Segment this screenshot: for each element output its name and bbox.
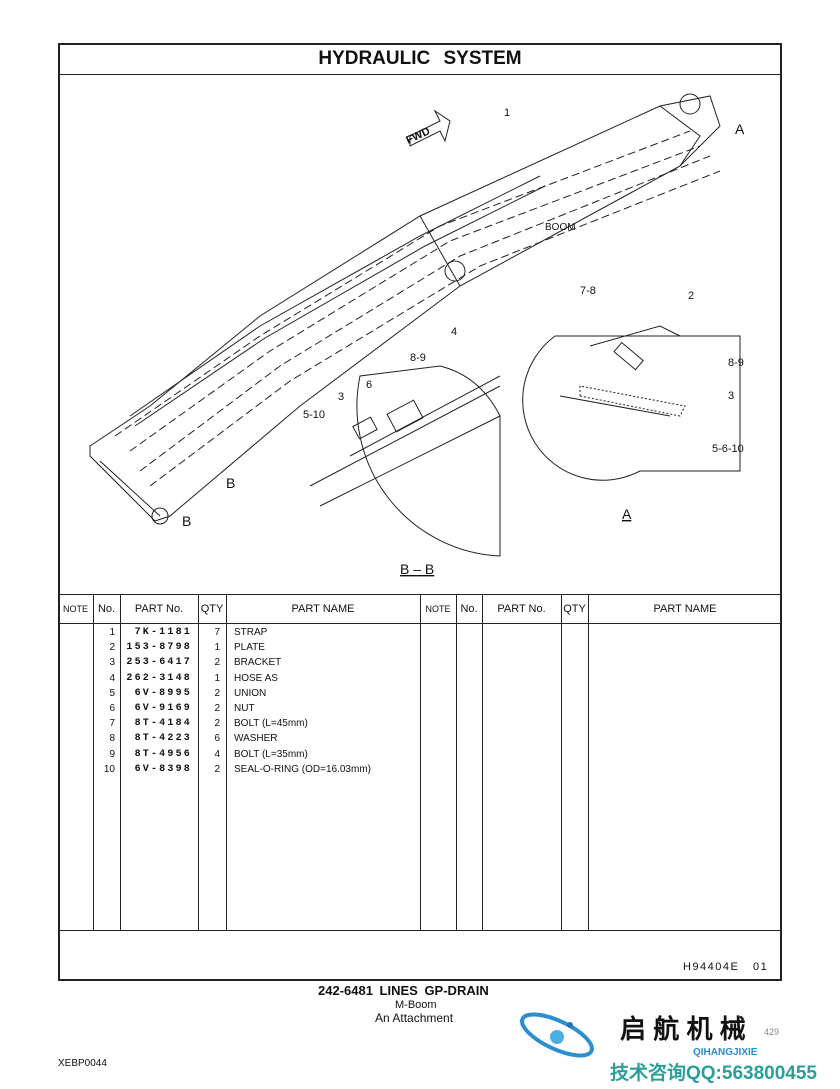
part-qty: 2 bbox=[214, 657, 220, 669]
part-no: 5 bbox=[109, 687, 115, 699]
part-no: 1 bbox=[109, 627, 115, 638]
part-qty: 6 bbox=[214, 733, 220, 745]
section-b-label-1: B bbox=[226, 475, 235, 491]
section-b-label-2: B bbox=[182, 513, 191, 529]
watermark-brand: 启 航 机 械 bbox=[620, 1014, 746, 1044]
col-divider bbox=[561, 594, 562, 930]
view-a-title: A bbox=[622, 506, 632, 522]
callout-a-7-8: 7-8 bbox=[580, 285, 596, 297]
boom-label: BOOM bbox=[545, 222, 576, 233]
callout-b-8-9: 8-9 bbox=[410, 352, 426, 364]
col-divider bbox=[420, 594, 421, 930]
watermark-contact: 技术咨询QQ:563800455 bbox=[610, 1063, 817, 1084]
callout-a-5-6-10: 5-6-10 bbox=[712, 443, 744, 455]
header-note-2: NOTE bbox=[425, 604, 451, 614]
header-no: No. bbox=[97, 603, 116, 615]
callout-b-3: 3 bbox=[338, 391, 344, 403]
part-part-no: 253-6417 bbox=[126, 657, 192, 669]
part-name: PLATE bbox=[234, 642, 265, 654]
header-part-no: PART No. bbox=[134, 603, 184, 615]
page-title: HYDRAULIC SYSTEM bbox=[58, 43, 782, 75]
header-qty: QTY bbox=[200, 603, 224, 615]
view-a-arrow-label: A bbox=[735, 121, 745, 137]
part-no: 9 bbox=[109, 748, 115, 760]
group-title: 242-6481 LINES GP-DRAIN bbox=[318, 983, 489, 998]
part-part-no: 8T-4184 bbox=[134, 718, 192, 730]
col-divider bbox=[456, 594, 457, 930]
fwd-label: FWD bbox=[404, 125, 432, 146]
header-part-no-2: PART No. bbox=[497, 603, 546, 615]
part-no: 10 bbox=[103, 763, 115, 775]
part-part-no: 6V-8398 bbox=[134, 763, 192, 775]
group-subtitle-model: M-Boom bbox=[395, 999, 437, 1011]
part-no: 7 bbox=[109, 718, 115, 730]
part-part-no: 6V-8995 bbox=[134, 687, 192, 699]
view-bb-title: B – B bbox=[400, 561, 434, 577]
part-part-no: 153-8798 bbox=[126, 642, 192, 654]
part-name: UNION bbox=[234, 687, 267, 699]
table-bottom-line bbox=[58, 930, 782, 931]
drawing-revision: 01 bbox=[753, 961, 769, 973]
part-no: 6 bbox=[109, 703, 115, 714]
part-name: NUT bbox=[234, 703, 255, 714]
part-name: BRACKET bbox=[234, 657, 282, 669]
callout-b-5-10: 5-10 bbox=[303, 409, 325, 421]
boom-outline bbox=[89, 93, 721, 525]
group-subtitle-attachment: An Attachment bbox=[375, 1011, 454, 1025]
detail-a bbox=[522, 325, 741, 481]
callout-a-2: 2 bbox=[688, 290, 694, 302]
header-qty-2: QTY bbox=[563, 603, 586, 615]
col-divider bbox=[93, 594, 94, 930]
col-divider bbox=[588, 594, 589, 930]
part-qty: 2 bbox=[214, 718, 220, 730]
part-name: WASHER bbox=[234, 733, 278, 745]
part-qty: 1 bbox=[214, 642, 220, 654]
part-no: 4 bbox=[109, 672, 115, 684]
col-divider bbox=[226, 594, 227, 930]
drawing-code: H94404E 01 bbox=[683, 961, 768, 974]
part-qty: 7 bbox=[214, 627, 220, 638]
col-divider bbox=[482, 594, 483, 930]
page-frame bbox=[58, 43, 782, 981]
page-number: 429 bbox=[764, 1027, 780, 1037]
callout-a-8-9: 8-9 bbox=[728, 357, 744, 369]
part-part-no: 262-3148 bbox=[126, 672, 192, 684]
part-name: BOLT (L=45mm) bbox=[234, 718, 308, 730]
col-divider bbox=[120, 594, 121, 930]
callout-b-6: 6 bbox=[366, 379, 372, 391]
boom-diagram: FWD 1 A BOOM 7-8 2 8-9 3 5-6-10 A 4 8-9 … bbox=[89, 93, 745, 577]
document-id: XEBP0044 bbox=[58, 1058, 107, 1069]
watermark-logo-icon bbox=[520, 1012, 594, 1058]
watermark-pinyin: QIHANGJIXIE bbox=[693, 1047, 758, 1058]
header-part-name: PART NAME bbox=[291, 603, 355, 615]
detail-bb bbox=[309, 365, 501, 557]
header-no-2: No. bbox=[460, 603, 478, 615]
part-qty: 2 bbox=[214, 687, 220, 699]
part-qty: 2 bbox=[214, 703, 220, 714]
callout-1: 1 bbox=[504, 107, 510, 119]
part-part-no: 7K-1181 bbox=[134, 627, 192, 638]
part-part-no: 8T-4956 bbox=[134, 748, 192, 760]
part-part-no: 8T-4223 bbox=[134, 733, 192, 745]
part-name: BOLT (L=35mm) bbox=[234, 748, 308, 760]
part-name: STRAP bbox=[234, 627, 268, 638]
col-divider bbox=[198, 594, 199, 930]
callout-a-3: 3 bbox=[728, 390, 734, 402]
part-no: 2 bbox=[109, 642, 115, 654]
drawing-code-number: H94404E bbox=[683, 961, 740, 973]
header-note: NOTE bbox=[62, 604, 88, 614]
part-no: 8 bbox=[109, 733, 115, 745]
header-part-name-2: PART NAME bbox=[653, 603, 717, 615]
part-no: 3 bbox=[109, 657, 115, 669]
part-qty: 2 bbox=[214, 763, 220, 775]
part-name: SEAL-O-RING (OD=16.03mm) bbox=[234, 763, 371, 775]
part-qty: 4 bbox=[214, 748, 220, 760]
part-qty: 1 bbox=[214, 672, 220, 684]
part-name: HOSE AS bbox=[234, 672, 278, 684]
part-part-no: 6V-9169 bbox=[134, 703, 192, 714]
callout-b-4: 4 bbox=[451, 326, 457, 338]
